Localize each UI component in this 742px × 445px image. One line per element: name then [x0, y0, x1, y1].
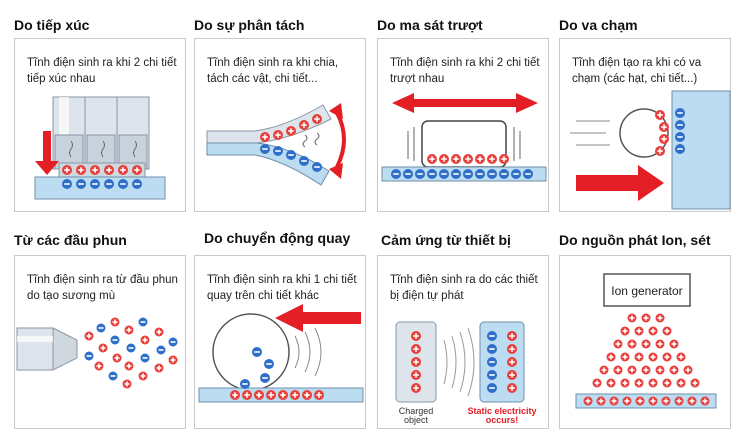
induction-illustration: Charged object Static electricity occurs… [395, 321, 537, 425]
panel-title-ion: Do nguồn phát Ion, sét [559, 232, 711, 248]
ion-charges [583, 313, 710, 406]
panel-desc: Tĩnh điện sinh ra khi chia, tách các vật… [207, 57, 339, 85]
panel-desc: Tĩnh điện sinh ra khi 2 chi tiết trượt n… [390, 57, 540, 85]
panel-desc: Tĩnh điện sinh ra khi 1 chi tiết quay tr… [207, 274, 357, 302]
ion-generator-label: Ion generator [611, 284, 682, 298]
static-electricity-label-2: occurs! [486, 415, 519, 425]
panel-desc: Tĩnh điện sinh ra từ đầu phun do tạo sươ… [27, 274, 178, 302]
nozzle-charges [84, 317, 178, 389]
panel-desc: Tĩnh điện tạo ra khi có va chạm (các hạt… [572, 57, 702, 85]
panel-title-friction: Do ma sát trượt [377, 17, 483, 33]
panel-contact: Tĩnh điện sinh ra khi 2 chi tiết tiếp xú… [14, 38, 186, 212]
friction-charges [391, 154, 533, 179]
panel-title-contact: Do tiếp xúc [14, 17, 90, 33]
separation-illustration [206, 103, 346, 186]
rotation-charges [230, 347, 324, 400]
contact-charges [62, 165, 142, 189]
panel-desc: Tĩnh điện sinh ra khi 2 chi tiết tiếp xú… [27, 57, 177, 85]
charged-object-label: Charged [399, 406, 434, 416]
panel-title-induction: Cảm ứng từ thiết bị [381, 232, 511, 248]
panel-rotation: Tĩnh điện sinh ra khi 1 chi tiết quay tr… [194, 255, 366, 429]
contact-illustration [34, 96, 166, 200]
rotation-illustration [198, 304, 364, 403]
panel-title-collision: Do va chạm [559, 17, 638, 33]
panel-friction: Tĩnh điện sinh ra khi 2 chi tiết trượt n… [377, 38, 549, 212]
panel-ion: Ion generator [559, 255, 731, 429]
panel-title-rotation: Do chuyển động quay [204, 230, 351, 246]
panel-title-nozzle: Từ các đầu phun [14, 232, 127, 248]
panel-induction: Tĩnh điện sinh ra do các thiết bị điện t… [377, 255, 549, 429]
nozzle-illustration [16, 317, 178, 389]
static-electricity-label: Static electricity [467, 406, 536, 416]
charged-object-label-2: object [404, 415, 429, 425]
collision-illustration [570, 90, 731, 210]
separation-charges [260, 114, 322, 172]
panel-desc: Tĩnh điện sinh ra do các thiết bị điện t… [390, 274, 538, 302]
panel-separation: Tĩnh điện sinh ra khi chia, tách các vật… [194, 38, 366, 212]
panel-title-separation: Do sự phân tách [194, 17, 305, 33]
friction-illustration [381, 93, 547, 182]
panel-nozzle: Tĩnh điện sinh ra từ đầu phun do tạo sươ… [14, 255, 186, 429]
induction-charges [411, 331, 517, 393]
ion-illustration: Ion generator [575, 273, 717, 409]
panel-collision: Tĩnh điện tạo ra khi có va chạm (các hạt… [559, 38, 731, 212]
collision-charges [655, 108, 685, 156]
